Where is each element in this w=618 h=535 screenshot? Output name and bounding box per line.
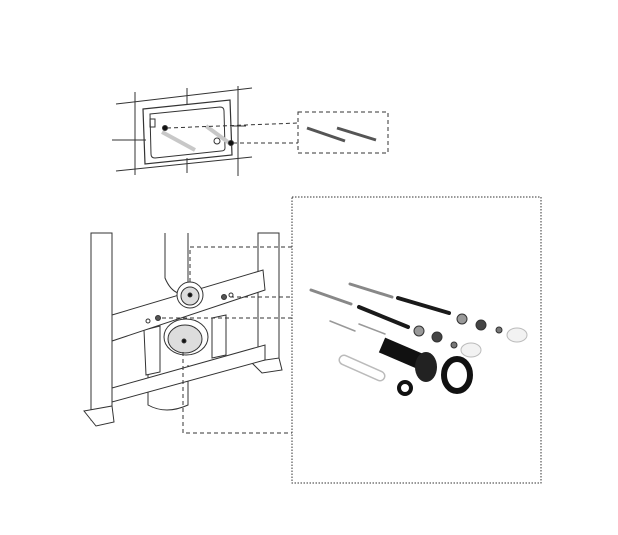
stud-hole xyxy=(228,292,234,298)
cap-icon xyxy=(506,327,528,343)
washer-icon xyxy=(413,325,425,337)
flush-pipe xyxy=(164,233,189,294)
seal-ring-icon xyxy=(441,356,473,394)
nut-icon xyxy=(450,341,458,349)
stud xyxy=(221,294,227,300)
rod-icon xyxy=(396,296,451,315)
strut-highlight xyxy=(161,130,196,152)
flush-plate-detail xyxy=(112,86,389,176)
inner-plate xyxy=(149,106,226,159)
left-post xyxy=(90,232,113,421)
sleeve-flange-icon xyxy=(415,352,437,382)
nut-icon xyxy=(495,326,503,334)
threaded-rod-icon xyxy=(309,288,353,306)
clip xyxy=(149,118,156,128)
parts-callout-box xyxy=(291,196,542,484)
lower-crossbar xyxy=(111,344,266,403)
bracket xyxy=(211,314,227,359)
screws-callout-box xyxy=(297,111,389,154)
washer-icon xyxy=(456,313,468,325)
mount-point xyxy=(228,140,234,146)
washer-icon xyxy=(475,319,487,331)
mount-point xyxy=(181,338,187,344)
outer-plate xyxy=(142,99,233,165)
bracket xyxy=(143,325,161,376)
pin-icon xyxy=(358,323,386,335)
mount-point xyxy=(187,292,193,298)
screw-head xyxy=(213,137,221,145)
washer-icon xyxy=(431,331,443,343)
rod-icon xyxy=(357,305,410,329)
wc-frame xyxy=(83,232,292,434)
leader-lines xyxy=(162,246,292,434)
stud-hole xyxy=(145,318,151,324)
pin-icon xyxy=(329,320,356,332)
mount-point xyxy=(162,125,168,131)
tile-grid-lines xyxy=(112,86,253,176)
screw-icon xyxy=(336,126,377,142)
screw-icon xyxy=(306,126,346,143)
threaded-rod-icon xyxy=(348,282,394,299)
pipe-icon-fill xyxy=(340,356,384,380)
left-foot xyxy=(83,405,115,427)
small-seal-icon xyxy=(397,380,413,396)
stud xyxy=(155,315,161,321)
strut-highlight xyxy=(204,124,234,147)
cap-icon xyxy=(460,342,482,358)
leader-lines xyxy=(166,122,299,144)
exploded-parts xyxy=(309,282,528,396)
